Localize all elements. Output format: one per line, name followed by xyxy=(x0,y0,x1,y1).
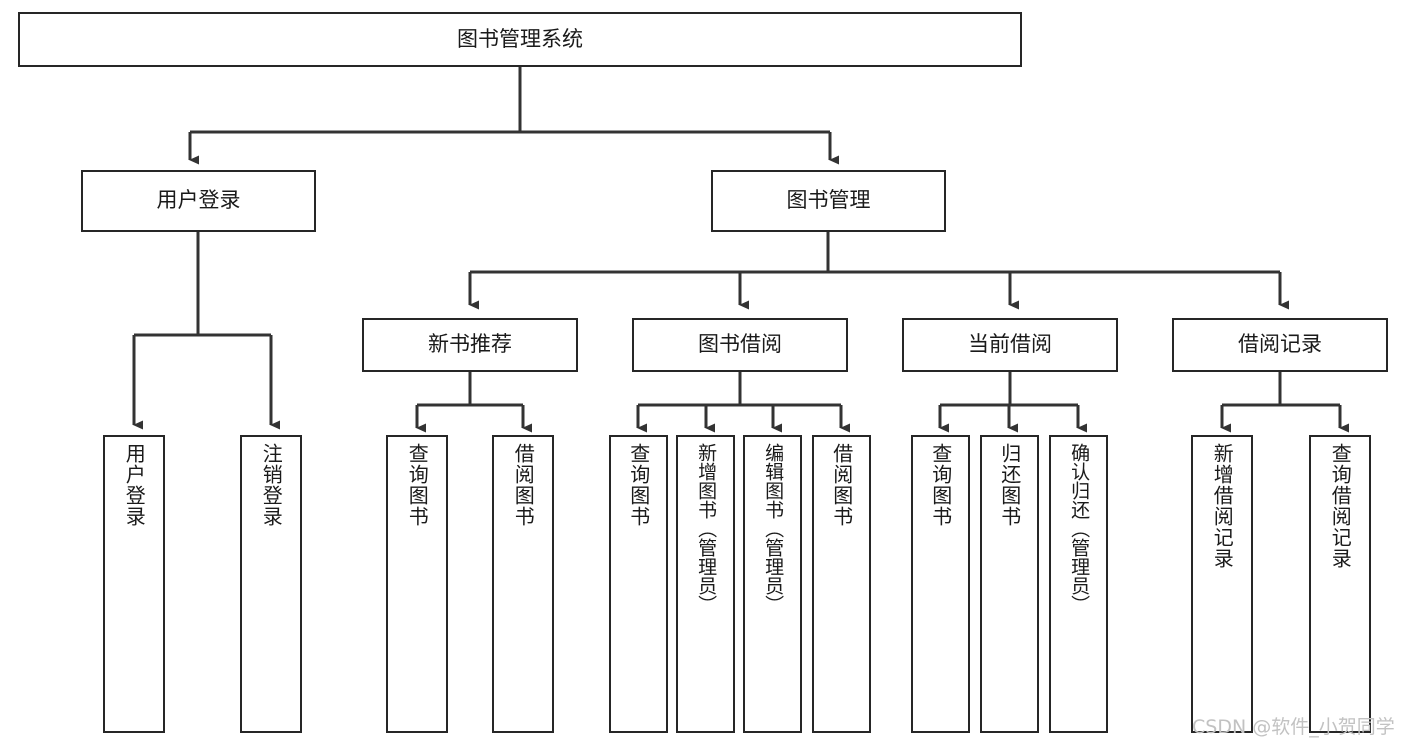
node-label: 查询图书 xyxy=(405,443,430,527)
node-label: 图书借阅 xyxy=(698,332,782,357)
leaf-bb-query-book[interactable]: 查询图书 xyxy=(609,435,668,733)
node-label: 新书推荐 xyxy=(428,332,512,357)
node-label: 借阅图书 xyxy=(829,443,854,527)
node-label: 借阅记录 xyxy=(1238,332,1322,357)
leaf-bb-add-book-admin[interactable]: 新增图书（管理员） xyxy=(676,435,735,733)
node-user-login[interactable]: 用户登录 xyxy=(81,170,316,232)
node-label: 归还图书 xyxy=(997,443,1022,527)
node-borrow-record[interactable]: 借阅记录 xyxy=(1172,318,1388,372)
leaf-br-query-record[interactable]: 查询借阅记录 xyxy=(1309,435,1371,733)
node-label: 查询借阅记录 xyxy=(1328,443,1353,569)
leaf-bb-borrow-book[interactable]: 借阅图书 xyxy=(812,435,871,733)
node-label: 新增图书（管理员） xyxy=(695,443,718,614)
leaf-logout[interactable]: 注销登录 xyxy=(240,435,302,733)
node-root-book-management-system[interactable]: 图书管理系统 xyxy=(18,12,1022,67)
node-label: 查询图书 xyxy=(626,443,651,527)
node-label: 编辑图书（管理员） xyxy=(762,443,785,614)
node-label: 图书管理系统 xyxy=(457,26,583,51)
leaf-bb-edit-book-admin[interactable]: 编辑图书（管理员） xyxy=(743,435,802,733)
node-current-borrow[interactable]: 当前借阅 xyxy=(902,318,1118,372)
node-label: 用户登录 xyxy=(156,188,241,213)
node-label: 确认归还（管理员） xyxy=(1068,443,1091,614)
node-label: 查询图书 xyxy=(928,443,953,527)
leaf-cb-confirm-return-admin[interactable]: 确认归还（管理员） xyxy=(1049,435,1108,733)
node-book-borrow[interactable]: 图书借阅 xyxy=(632,318,848,372)
leaf-nb-query-book[interactable]: 查询图书 xyxy=(386,435,448,733)
node-book-management[interactable]: 图书管理 xyxy=(711,170,946,232)
leaf-br-add-record[interactable]: 新增借阅记录 xyxy=(1191,435,1253,733)
leaf-user-login[interactable]: 用户登录 xyxy=(103,435,165,733)
node-label: 借阅图书 xyxy=(511,443,536,527)
node-label: 当前借阅 xyxy=(968,332,1052,357)
node-label: 图书管理 xyxy=(786,188,871,213)
node-label: 用户登录 xyxy=(122,443,147,527)
leaf-cb-query-book[interactable]: 查询图书 xyxy=(911,435,970,733)
node-label: 新增借阅记录 xyxy=(1210,443,1235,569)
node-label: 注销登录 xyxy=(259,443,284,527)
leaf-cb-return-book[interactable]: 归还图书 xyxy=(980,435,1039,733)
leaf-nb-borrow-book[interactable]: 借阅图书 xyxy=(492,435,554,733)
node-new-book-recommend[interactable]: 新书推荐 xyxy=(362,318,578,372)
